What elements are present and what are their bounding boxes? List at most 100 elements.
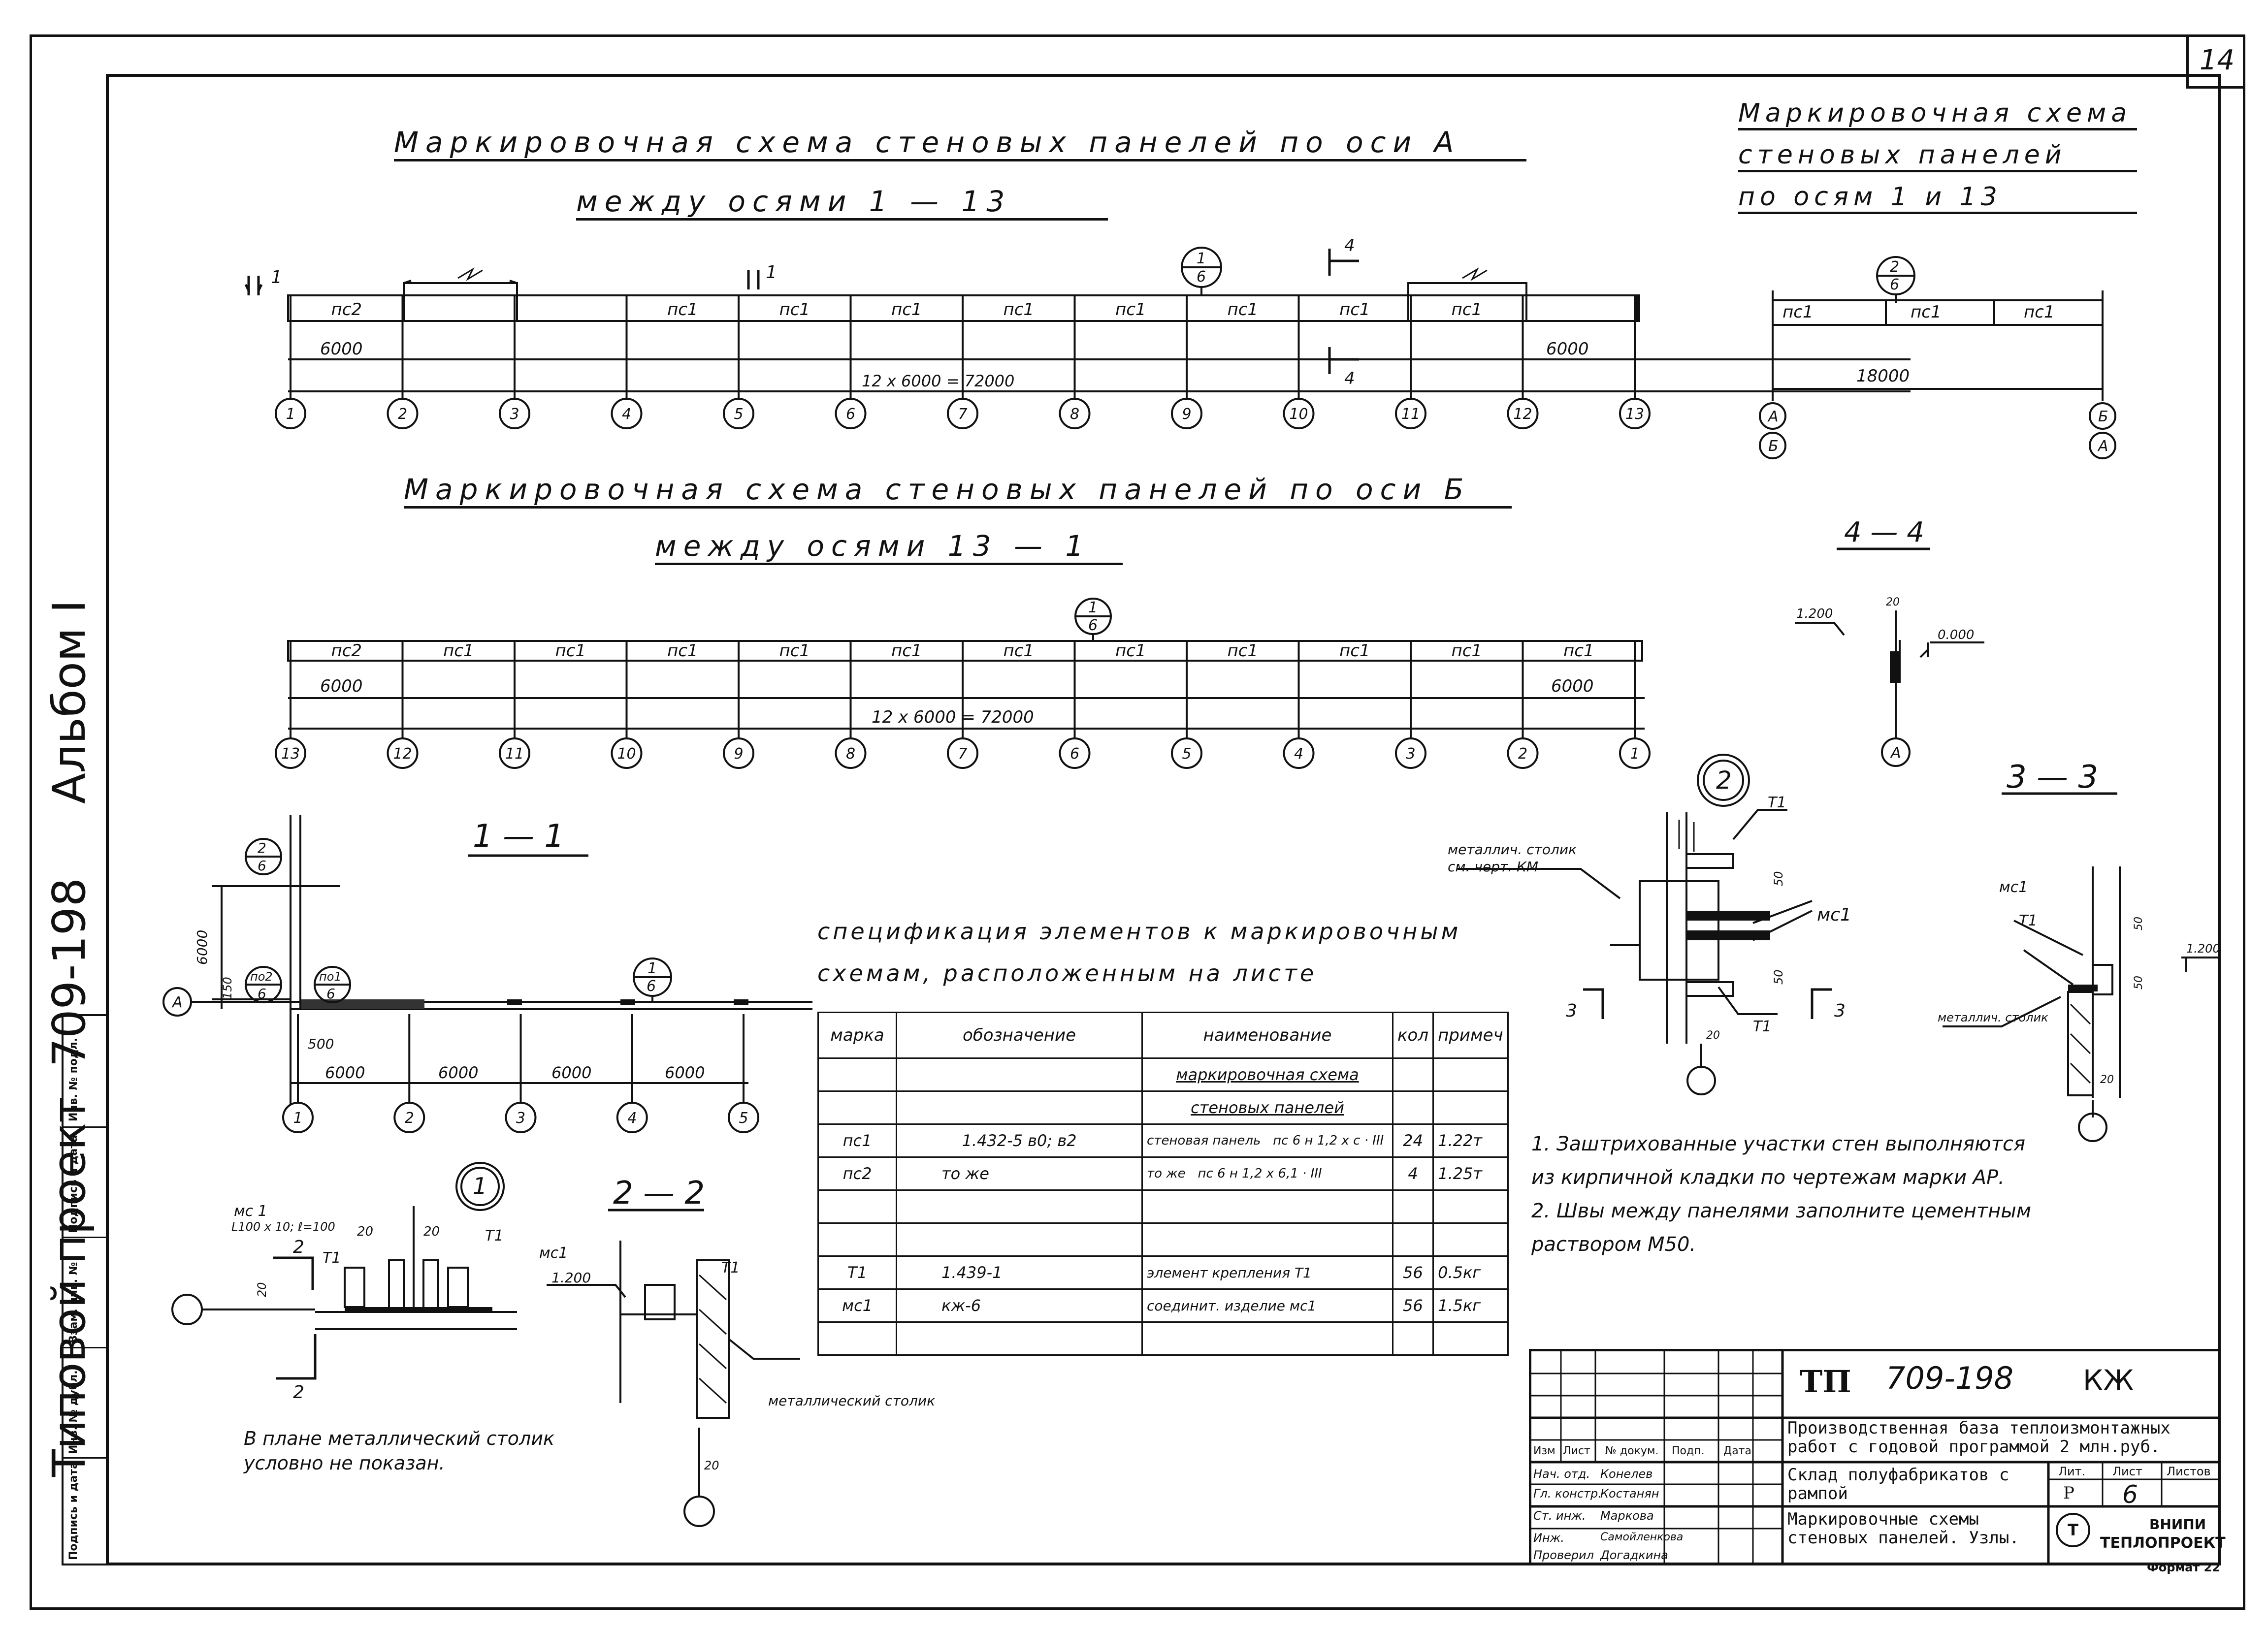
tb-sheet-title: Маркировочные схемы стеновых панелей. Уз… — [1787, 1509, 2019, 1548]
axis-label: 10 — [617, 745, 636, 763]
tb-role: Нач. отд. — [1533, 1467, 1590, 1481]
spec-cell-qty: 56 — [1392, 1288, 1434, 1323]
panel-label: пс1 — [1227, 300, 1258, 319]
section-11-d500: 500 — [308, 1036, 334, 1052]
table-row: пс2 то же то же пс 6 н 1,2 х 6,1 · III 4… — [817, 1156, 1509, 1191]
table-row: маркировочная схема — [817, 1057, 1509, 1092]
table-row — [817, 1189, 1509, 1224]
scheme-side-dim: 18000 — [1856, 366, 1910, 386]
panel-label: пс1 — [1339, 300, 1370, 319]
side-panel: пс1 — [1911, 302, 1942, 322]
org-logo-icon: Т — [2056, 1513, 2090, 1547]
node-1-mc: мс 1 — [234, 1203, 267, 1220]
tb-org-2: ТЕПЛОПРОЕКТ — [2100, 1534, 2226, 1552]
tb-name: Маркова — [1600, 1509, 1654, 1523]
section-22-title: 2 — 2 — [613, 1175, 705, 1212]
spec-name-sub: пс 6 н 1,2 х с · III — [1273, 1133, 1384, 1148]
axis-label: 4 — [622, 406, 631, 423]
scheme-a-title-2: между осями 1 — 13 — [576, 185, 1108, 221]
table-row: Т1 1.439-1 элемент крепления Т1 56 0.5кг — [817, 1255, 1509, 1290]
sec11-ref-top: по2 — [250, 970, 273, 984]
panel-label: пс1 — [555, 641, 586, 661]
node-2-title: 2 — [1716, 766, 1732, 795]
node-1-d20a: 20 — [357, 1224, 373, 1239]
spec-col-name: наименование — [1141, 1012, 1393, 1059]
node-1-t1b: Т1 — [485, 1227, 503, 1245]
panel-label: пс1 — [1003, 641, 1034, 661]
note-line: 2. Швы между панелями заполните цементны… — [1531, 1200, 2032, 1222]
axis-label: 3 — [510, 406, 519, 423]
spec-cell-code: кж-6 — [896, 1288, 1143, 1323]
scheme-b-title-2: между осями 13 — 1 — [655, 529, 1123, 565]
spec-cell-qty: 56 — [1392, 1255, 1434, 1290]
scheme-side-title-2: стеновых панелей — [1738, 140, 2137, 172]
scheme-b-node-bottom: 6 — [1088, 617, 1098, 634]
strip-cell: Подпись и дата — [64, 1457, 106, 1564]
tb-role: Гл. констр. — [1533, 1487, 1602, 1500]
sheet-outer-frame — [30, 34, 2245, 1610]
side-panel: пс1 — [2024, 302, 2055, 322]
tb-stage-header: Листов — [2167, 1465, 2211, 1478]
spec-cell-name: соединит. изделие мс1 — [1141, 1288, 1393, 1323]
axis-label: 7 — [958, 406, 967, 423]
axis-label: 9 — [1182, 406, 1191, 423]
axis-label: 13 — [1625, 406, 1644, 423]
axis-label: 5 — [1182, 745, 1191, 763]
node-2-sec-mark-b: 3 — [1834, 1001, 1846, 1021]
section-33-title: 3 — 3 — [2007, 759, 2098, 796]
axis-circle — [387, 737, 419, 769]
node-2-sec-mark: 3 — [1566, 1001, 1577, 1021]
section-22-mc: мс1 — [539, 1245, 568, 1262]
side-panel: пс1 — [1782, 302, 1814, 322]
axis-circle — [282, 1102, 314, 1133]
node-2-mc: мс1 — [1817, 905, 1851, 925]
spec-cell-code: 1.432-5 в0; в2 — [896, 1123, 1143, 1158]
axis-label: 11 — [505, 745, 524, 763]
scheme-b-title-1: Маркировочная схема стеновых панелей по … — [404, 473, 1512, 509]
axis-label: 1 — [293, 1110, 302, 1127]
tb-name: Самойленкова — [1600, 1531, 1684, 1543]
node-2-d50b: 50 — [1772, 969, 1785, 985]
tb-name: Костанян — [1600, 1487, 1659, 1500]
axis-label: 7 — [958, 745, 967, 763]
axis-circle — [835, 398, 867, 429]
spec-col-mark: марка — [817, 1012, 897, 1059]
axis-circle — [1059, 398, 1091, 429]
spec-cell-name: элемент крепления Т1 — [1141, 1255, 1393, 1290]
tb-stage-header: Лист — [2112, 1465, 2142, 1478]
panel-label: пс1 — [667, 641, 698, 661]
format-label: Формат 22 — [2147, 1561, 2220, 1574]
axis-circle — [1507, 398, 1539, 429]
strip-cell: Взам. инв. № — [64, 1237, 106, 1347]
side-node-bottom: 6 — [1890, 276, 1899, 293]
node-1-sec-mark: 2 — [293, 1237, 304, 1257]
strip-cell: Подпись и дата — [64, 1126, 106, 1237]
axis-label: 2 — [398, 406, 407, 423]
scheme-a-node-bottom: 6 — [1197, 268, 1206, 286]
panel-label: пс1 — [667, 300, 698, 319]
sec11-ref-bottom: 6 — [258, 986, 266, 1002]
panel-label: пс2 — [331, 641, 362, 661]
axis-circle — [275, 398, 306, 429]
side-axis-left-1: А — [1767, 408, 1779, 425]
axis-circle — [616, 1102, 648, 1133]
scheme-b-dim-total: 12 х 6000 = 72000 — [872, 707, 1034, 727]
axis-label: 10 — [1289, 406, 1308, 423]
section-22-mark: 1.200 — [551, 1270, 591, 1286]
scheme-a-section-1: 1 — [271, 267, 282, 287]
sec11-dim: 6000 — [551, 1063, 591, 1082]
scheme-side-title-3: по осям 1 и 13 — [1738, 182, 2137, 214]
axis-label: 12 — [1513, 406, 1532, 423]
tb-name: Конелев — [1600, 1467, 1653, 1481]
spec-cell-qty: 24 — [1392, 1123, 1434, 1158]
table-row — [817, 1321, 1509, 1356]
node-2-d20: 20 — [1706, 1029, 1720, 1042]
spec-group-title-1: маркировочная схема — [1141, 1057, 1393, 1092]
sec11-ref-top: 2 — [258, 840, 266, 856]
spec-cell-code: 1.439-1 — [896, 1255, 1143, 1290]
axis-label: 8 — [1070, 406, 1079, 423]
node-1-d20c: 20 — [255, 1282, 269, 1297]
panel-label: пс1 — [1451, 300, 1482, 319]
axis-label: 13 — [281, 745, 300, 763]
